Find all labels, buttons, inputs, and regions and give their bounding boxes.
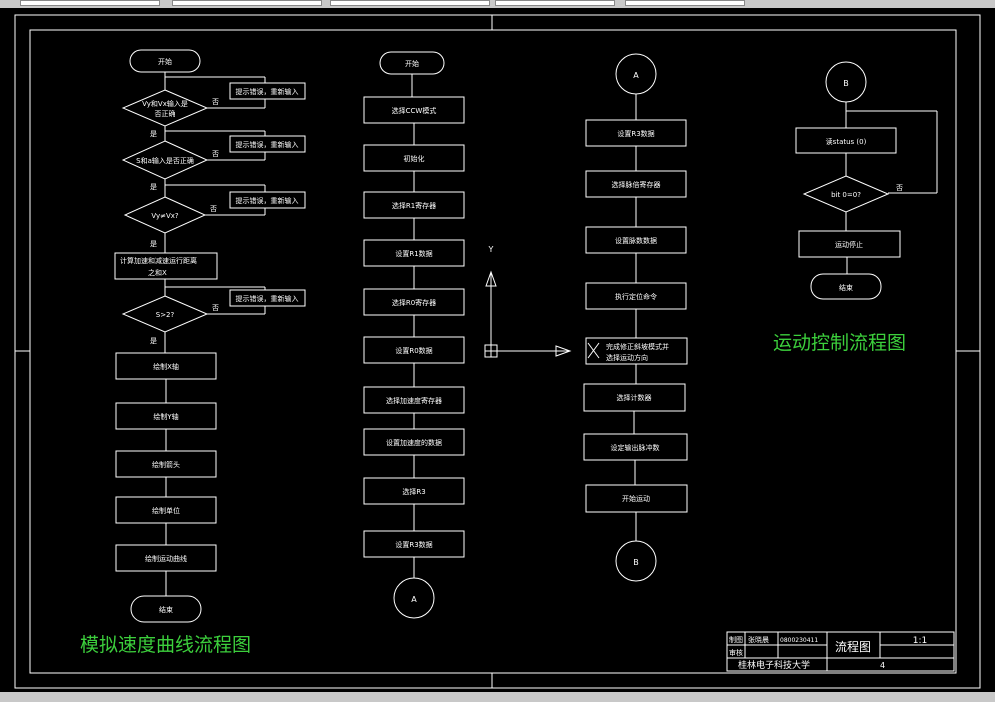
toolbar-field[interactable] bbox=[625, 0, 745, 6]
motion-control-title: 运动控制流程图 bbox=[773, 332, 906, 354]
flow2-connector-a bbox=[393, 577, 435, 619]
flow3-step-3-label: 设置脉数数据 bbox=[615, 236, 657, 245]
flow1-error-text-3: 提示错误，重新输入 bbox=[236, 196, 299, 205]
flow1-error-box-4 bbox=[229, 289, 306, 307]
y-axis-arrowhead bbox=[485, 270, 497, 287]
flow1-decision-2-label: S和a输入是否正确 bbox=[136, 156, 194, 165]
flow1-calc-box bbox=[114, 252, 218, 280]
flow4-read-label: 读status (0) bbox=[826, 137, 867, 146]
flow2-step-10-label: 设置R3数据 bbox=[395, 540, 432, 549]
title-block-university: 桂林电子科技大学 bbox=[738, 659, 810, 671]
flow1-error-text-1: 提示错误，重新输入 bbox=[236, 87, 299, 96]
flow1-decision-1 bbox=[121, 89, 209, 127]
flow2-step-1-label: 选择CCW模式 bbox=[392, 106, 437, 115]
flow2-step-4-label: 设置R1数据 bbox=[395, 249, 432, 258]
flow1-decision-1-line2: 否正确 bbox=[155, 109, 176, 118]
flow1-error-text-2: 提示错误，重新输入 bbox=[236, 140, 299, 149]
title-block: 制图 张晓晨 0800230411 审核 流程图 1:1 桂林电子科技大学 4 bbox=[726, 631, 955, 672]
flow3-step-2-label: 选择脉倍寄存器 bbox=[612, 180, 661, 189]
title-block-frame bbox=[726, 631, 955, 672]
flow1-calc-line2: 之和X bbox=[148, 268, 167, 277]
no-label: 否 bbox=[212, 98, 219, 106]
flow2-step-6-label: 设置R0数据 bbox=[395, 346, 432, 355]
flow2-step-5-label: 选择R0寄存器 bbox=[392, 298, 436, 307]
flow1-error-box-1 bbox=[229, 82, 306, 100]
top-toolbar bbox=[0, 0, 995, 8]
flow3-connector-b bbox=[615, 540, 657, 582]
flow2-start-label: 开始 bbox=[405, 59, 419, 68]
y-axis-label: Y bbox=[488, 245, 494, 254]
flow2-connector-a-label: A bbox=[411, 595, 417, 604]
flow1-end-label: 结束 bbox=[159, 605, 173, 614]
no-label: 否 bbox=[212, 304, 219, 312]
flow2-step-3-label: 选择R1寄存器 bbox=[392, 201, 436, 210]
yes-label: 是 bbox=[150, 130, 157, 138]
title-block-sheet: 4 bbox=[880, 661, 885, 670]
flow3-connector-b-label: B bbox=[633, 558, 639, 567]
toolbar-field[interactable] bbox=[330, 0, 490, 6]
yes-label: 是 bbox=[150, 337, 157, 345]
flow2-step-7-label: 选择加速度寄存器 bbox=[386, 396, 442, 405]
no-label: 否 bbox=[212, 150, 219, 158]
flow3-step-5-line2: 选择运动方向 bbox=[606, 353, 648, 362]
no-label: 否 bbox=[210, 205, 217, 213]
title-block-row1-id: 0800230411 bbox=[780, 637, 818, 644]
title-block-row1-name: 张晓晨 bbox=[748, 635, 769, 644]
flow3-step-1-label: 设置R3数据 bbox=[617, 129, 654, 138]
flow3-connector-a-label: A bbox=[633, 71, 639, 80]
flow1-error-box-2 bbox=[229, 135, 306, 153]
status-poll-flowchart: B 读status (0) bit 0=0? 否 运动停止 结束 bbox=[795, 61, 938, 300]
title-block-row2-label: 审核 bbox=[729, 648, 743, 657]
flow4-no-label: 否 bbox=[896, 184, 903, 192]
flow1-step-2-label: 绘制Y轴 bbox=[153, 412, 178, 421]
flow1-end-terminal bbox=[130, 595, 202, 623]
selection-cross bbox=[587, 342, 600, 359]
flow3-step-5-line1: 完成修正斜坡模式并 bbox=[606, 342, 669, 351]
flow1-step-4-label: 绘制单位 bbox=[152, 506, 180, 515]
ucs-axis-icon: Y bbox=[484, 245, 572, 358]
flow3-step-8-label: 开始运动 bbox=[622, 494, 650, 503]
flow1-step-5-label: 绘制运动曲线 bbox=[145, 554, 187, 563]
motion-setup-flowchart: A 设置R3数据 选择脉倍寄存器 设置脉数数据 执行定位命令 完成修正斜坡模式并… bbox=[583, 53, 688, 582]
yes-label: 是 bbox=[150, 183, 157, 191]
flow2-step-8-label: 设置加速度的数据 bbox=[386, 438, 442, 447]
flow1-step-3-label: 绘制箭头 bbox=[152, 460, 180, 469]
x-axis-arrowhead bbox=[555, 345, 572, 357]
flow4-stop-box bbox=[798, 230, 901, 258]
toolbar-field[interactable] bbox=[495, 0, 615, 6]
flow1-start-label: 开始 bbox=[158, 57, 172, 66]
title-block-drawing-title: 流程图 bbox=[835, 639, 871, 654]
flow1-calc-line1: 计算加速和减速运行距离 bbox=[120, 256, 197, 265]
flow4-connector-b-label: B bbox=[843, 79, 849, 88]
flow3-step-6-label: 选择计数器 bbox=[617, 393, 652, 402]
flow1-error-box-3 bbox=[229, 191, 306, 209]
flow3-step-4-label: 执行定位命令 bbox=[615, 292, 657, 301]
flow3-step-7-label: 设定输出脉冲数 bbox=[611, 443, 660, 452]
toolbar-field[interactable] bbox=[172, 0, 322, 6]
yes-label: 是 bbox=[150, 240, 157, 248]
flow4-end-label: 结束 bbox=[839, 283, 853, 292]
toolbar-field[interactable] bbox=[20, 0, 160, 6]
flow1-error-text-4: 提示错误，重新输入 bbox=[236, 294, 299, 303]
flow2-step-9-label: 选择R3 bbox=[402, 487, 425, 496]
flow4-end-terminal bbox=[810, 273, 882, 300]
flow1-decision-1-line1: Vy和Vx输入是 bbox=[142, 99, 188, 108]
register-setup-flowchart: 开始 选择CCW模式 初始化 选择R1寄存器 设置R1数据 选择R0寄存器 设置… bbox=[363, 51, 465, 619]
flow4-decision-label: bit 0=0? bbox=[831, 191, 861, 199]
flow1-decision-4-label: S>2? bbox=[156, 311, 175, 319]
flow1-decision-3-label: Vy≠Vx? bbox=[151, 212, 179, 220]
title-block-scale: 1:1 bbox=[913, 636, 927, 646]
flow4-stop-label: 运动停止 bbox=[835, 240, 863, 249]
bottom-status-bar bbox=[0, 692, 995, 702]
flow1-step-1-label: 绘制X轴 bbox=[153, 362, 179, 371]
title-block-row1-label: 制图 bbox=[729, 635, 743, 644]
speed-curve-title: 模拟速度曲线流程图 bbox=[80, 634, 251, 656]
flow2-step-2-label: 初始化 bbox=[404, 154, 425, 163]
speed-curve-flowchart: 开始 Vy和Vx输入是 否正确 否 提示错误，重新输入 是 S和a输入是否正确 … bbox=[114, 49, 306, 623]
